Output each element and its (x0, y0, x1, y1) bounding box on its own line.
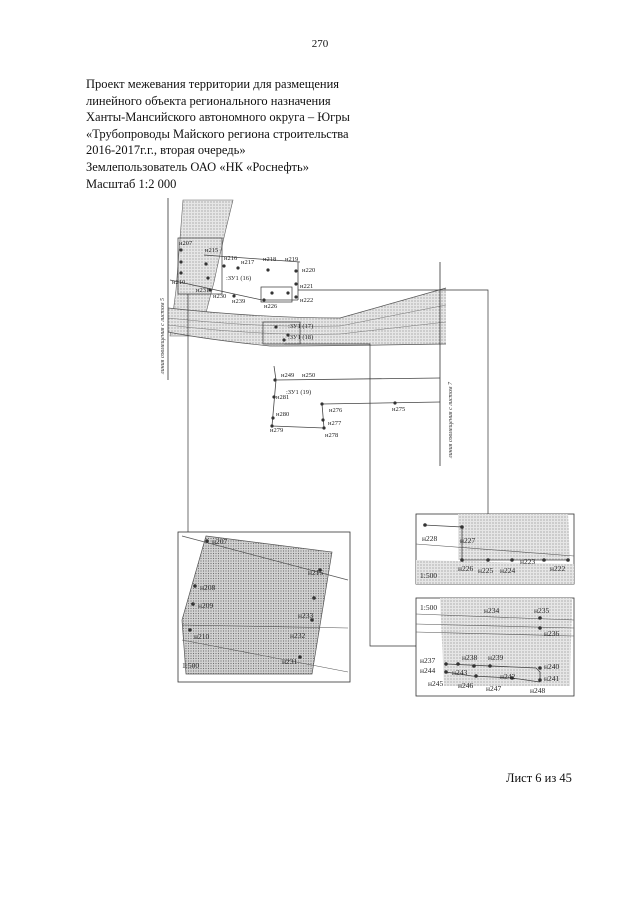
inset-top-right: н228 н227 н226 н225 н224 н223 н222 1:500 (415, 513, 575, 585)
parcel-label: :ЗУ1 (17) (288, 323, 313, 330)
boundary-line (169, 279, 298, 301)
point-label: н215 (205, 247, 218, 254)
point-label: н207 (212, 537, 228, 546)
point-label: н231 (196, 287, 209, 294)
point-label: н234 (484, 606, 500, 615)
point-label: н223 (520, 557, 536, 566)
title-line: линейного объекта регионального назначен… (86, 93, 331, 108)
point-label: н224 (500, 566, 516, 575)
point-label: н217 (241, 259, 255, 266)
parcel-label: :ЗУ1 (18) (288, 334, 313, 341)
point-label: н280 (276, 411, 289, 418)
title-line: «Трубопроводы Майского региона строитель… (86, 126, 349, 141)
point-label: н225 (478, 566, 494, 575)
point-label: н275 (392, 406, 405, 413)
inset-bottom-right: н234 н235 н236 н237 н238 н239 н240 н241 … (415, 597, 575, 697)
main-map: линия совмещения с листом 5 линия совмещ… (160, 198, 489, 647)
point-label: н210 (172, 279, 185, 286)
detail-frame (262, 321, 301, 345)
leader-line (298, 289, 489, 514)
point-label: н245 (428, 679, 444, 688)
parcel-boundary (271, 379, 325, 429)
point-label: н226 (264, 303, 278, 310)
scale-label: 1:500 (182, 661, 199, 670)
point-label: н239 (232, 298, 245, 305)
point-label: н242 (500, 672, 516, 681)
boundary-line (203, 254, 301, 263)
point-label: н220 (302, 267, 315, 274)
title-line: Проект межевания территории для размещен… (86, 77, 340, 91)
point-label: н241 (544, 674, 560, 683)
road-edge (167, 287, 447, 319)
junction-label-right: линия совмещения с листом 7 (448, 381, 454, 459)
point-label: н230 (213, 293, 226, 300)
title-line: 2016-2017г.г., вторая очередь» (86, 143, 246, 158)
point-label: н209 (198, 601, 214, 610)
survey-points (179, 248, 397, 430)
scale-line: Масштаб 1:2 000 (86, 176, 177, 191)
point-label: н240 (544, 662, 560, 671)
point-label: н231 (282, 657, 298, 666)
leader-line (284, 343, 422, 647)
point-label: н218 (263, 256, 276, 263)
scale-label: 1:500 (420, 603, 437, 612)
parcel-boundary (321, 401, 441, 405)
point-label: н216 (224, 255, 238, 262)
point-label: н244 (420, 666, 436, 675)
point-label: н215 (308, 568, 324, 577)
land-user-line: Землепользователь ОАО «НК «Роснефть» (86, 159, 309, 174)
point-label: н210 (194, 632, 210, 641)
parcel-boundary (273, 365, 441, 381)
point-label: н237 (420, 656, 436, 665)
point-label: н222 (300, 297, 313, 304)
scale-label: 1:500 (420, 571, 437, 580)
point-label: н279 (270, 427, 283, 434)
point-label: н238 (462, 653, 478, 662)
point-label: н250 (302, 372, 315, 379)
point-label: н208 (200, 583, 216, 592)
point-label: н236 (544, 629, 560, 638)
point-label: н219 (285, 256, 298, 263)
point-label: н233 (298, 611, 314, 620)
point-label: н207 (179, 240, 193, 247)
point-label: н248 (530, 686, 546, 695)
parcel-label: :ЗУ1 (16) (226, 275, 251, 282)
point-label: н276 (329, 407, 343, 414)
junction-label-left: линия совмещения с листом 5 (160, 298, 166, 375)
point-label: н277 (328, 420, 342, 427)
point-label: н221 (300, 283, 313, 290)
title-line: Ханты-Мансийского автономного округа – Ю… (86, 110, 350, 125)
point-label: н226 (458, 564, 474, 573)
point-label: н249 (281, 372, 294, 379)
point-label: н239 (488, 653, 504, 662)
point-label: н235 (534, 606, 550, 615)
point-label: н227 (460, 536, 476, 545)
point-label: н247 (486, 684, 502, 693)
point-label: н281 (276, 394, 289, 401)
page-number: 270 (311, 38, 329, 50)
detail-frame (177, 237, 223, 295)
point-label: н222 (550, 564, 566, 573)
parcel-label: :ЗУ1 (19) (286, 389, 311, 396)
point-label: н232 (290, 631, 306, 640)
sheet-label: Лист 6 из 45 (506, 771, 572, 785)
point-label: н278 (325, 432, 338, 439)
inset-left: н207 н215 н208 н209 н210 н232 н233 н231 … (177, 531, 351, 683)
detail-frame (260, 286, 293, 303)
point-label: н228 (422, 534, 438, 543)
point-label: н246 (458, 681, 474, 690)
title-block: Проект межевания территории для размещен… (86, 76, 406, 192)
point-label: н243 (452, 668, 468, 677)
road-edge (167, 331, 447, 347)
